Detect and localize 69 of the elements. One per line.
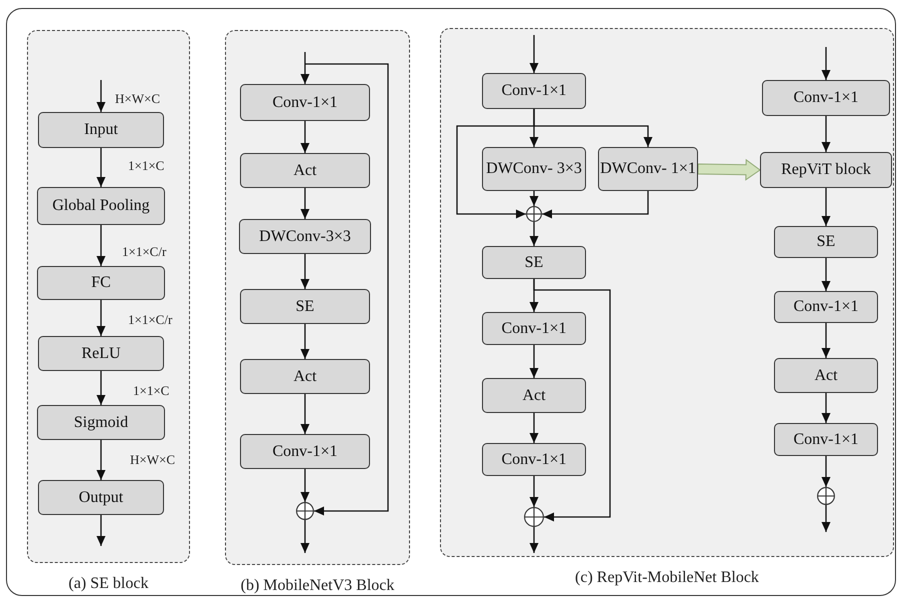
layer-box: Conv-1×1 — [240, 84, 370, 121]
edge-label: 1×1×C/r — [128, 312, 172, 328]
arrow — [530, 476, 538, 507]
layer-box: Global Pooling — [37, 187, 165, 225]
arrow — [822, 393, 830, 423]
arrow — [96, 225, 106, 266]
arrow — [822, 323, 830, 358]
arrow — [822, 47, 830, 80]
arrow — [300, 121, 310, 153]
arrow — [533, 279, 611, 522]
arrow — [530, 527, 538, 553]
panel-caption: (a) SE block — [68, 575, 148, 593]
layer-box: Conv-1×1 — [774, 423, 878, 456]
layer-box: ReLU — [38, 336, 164, 371]
arrow — [300, 52, 310, 84]
layer-box: Act — [240, 359, 370, 394]
edge-label: H×W×C — [130, 452, 175, 468]
arrow — [300, 469, 310, 502]
layer-box: Output — [38, 480, 164, 515]
layer-box: Input — [38, 112, 164, 148]
arrow — [530, 191, 538, 206]
edge-label: H×W×C — [115, 91, 160, 107]
edge-label: 1×1×C/r — [122, 244, 166, 260]
arrow — [96, 515, 106, 546]
layer-box: SE — [774, 226, 878, 258]
arrow — [822, 258, 830, 291]
arrow — [530, 345, 538, 378]
arrow — [96, 80, 106, 112]
layer-box: SE — [482, 246, 586, 279]
layer-box: Conv-1×1 — [774, 291, 878, 323]
arrow — [96, 148, 106, 187]
arrow — [300, 188, 310, 219]
layer-box: FC — [37, 266, 165, 300]
layer-box: Conv-1×1 — [482, 443, 586, 476]
arrow — [300, 254, 310, 289]
arrow — [530, 413, 538, 443]
layer-box: Conv-1×1 — [240, 434, 370, 469]
arrow — [822, 505, 830, 532]
layer-box: Act — [482, 378, 586, 413]
layer-box: DWConv-3×3 — [239, 219, 371, 254]
block-arrow — [697, 158, 761, 181]
edge-label: 1×1×C — [128, 158, 164, 174]
arrow — [456, 109, 535, 218]
layer-box: Act — [774, 358, 878, 393]
arrow — [96, 371, 106, 405]
arrow — [300, 394, 310, 434]
panel-caption: (c) RepVit-MobileNet Block — [575, 569, 759, 587]
edge-label: 1×1×C — [133, 383, 170, 399]
layer-box: SE — [240, 289, 370, 324]
arrow — [822, 116, 830, 152]
arrow — [300, 520, 310, 553]
layer-box: DWConv- 1×1 — [598, 147, 698, 191]
layer-box: Conv-1×1 — [482, 312, 586, 345]
layer-box: Act — [240, 153, 370, 188]
layer-box: RepViT block — [760, 152, 892, 188]
panel-caption: (b) MobileNetV3 Block — [240, 577, 394, 595]
arrow — [96, 440, 106, 480]
arrow — [305, 63, 389, 516]
layer-box: Conv-1×1 — [482, 73, 586, 109]
arrow — [300, 324, 310, 359]
layer-box: Sigmoid — [37, 405, 165, 440]
layer-box: Conv-1×1 — [762, 80, 890, 116]
arrow — [530, 222, 538, 246]
layer-box: DWConv- 3×3 — [482, 147, 586, 191]
arrow — [530, 35, 538, 73]
arrow — [822, 188, 830, 226]
arrow — [822, 456, 830, 487]
arrow — [96, 300, 106, 336]
arrow — [542, 191, 649, 218]
